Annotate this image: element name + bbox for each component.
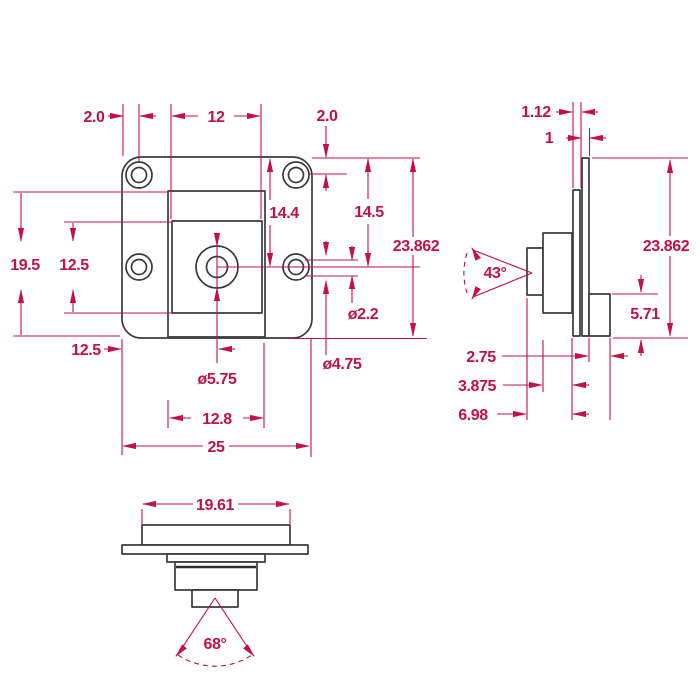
dim-label: 12.5 — [59, 257, 89, 274]
dim-overall-height-front: 23.862 — [393, 158, 440, 337]
dim-label: 23.862 — [643, 238, 690, 255]
hole-bore — [130, 258, 148, 276]
bottom-view-dimensions: 19.61 68° — [141, 497, 291, 667]
dim-label: 43° — [484, 265, 507, 282]
dim-label: 1.12 — [521, 104, 551, 121]
side-view — [526, 157, 611, 337]
dim-cone-angle: 43° — [463, 247, 533, 300]
body-profile — [141, 524, 291, 546]
dim-tab-depth: 2.75 — [466, 349, 628, 366]
plate-profile — [581, 157, 590, 337]
dim-label: 19.61 — [196, 497, 235, 514]
housing-profile — [542, 232, 573, 314]
dim-overall-depth: 6.98 — [458, 407, 589, 424]
side-view-dimensions: 1.12 1 23.862 5.71 2.75 3.875 — [458, 102, 690, 424]
hole-bore — [130, 166, 148, 184]
dim-tab-height: 5.71 — [630, 275, 661, 356]
dim-body-width: 19.61 — [142, 497, 290, 514]
dim-label: 23.862 — [393, 238, 440, 255]
dim-label: 19.5 — [10, 257, 40, 274]
dim-sensor-height: 12.5 — [59, 223, 90, 312]
dim-fov-angle: 68° — [175, 597, 255, 667]
hole-bore — [287, 166, 305, 184]
dim-offset-bottom: 12.5 — [71, 342, 235, 359]
dim-lens-from-top: 14.4 — [266, 158, 300, 267]
dim-top-width: 12 — [171, 109, 261, 126]
dim-arrow — [471, 286, 481, 300]
dim-label: ø2.2 — [348, 306, 379, 323]
dim-holes-from-top: 14.5 — [354, 158, 385, 267]
dim-arrow — [471, 247, 481, 261]
dim-hole-diameter: ø2.2 — [348, 246, 379, 323]
mounting-hole — [125, 161, 153, 189]
dim-overall-height-side: 23.862 — [643, 159, 690, 337]
dim-lens-diameter: ø5.75 — [198, 233, 237, 388]
dim-overall-width: 25 — [122, 439, 310, 456]
plate-profile — [121, 544, 309, 555]
dim-label: 14.5 — [354, 204, 384, 221]
dim-label: 14.4 — [269, 205, 299, 222]
dim-label: 3.875 — [458, 378, 497, 395]
dim-sensor-width: 12.8 — [169, 411, 264, 428]
dim-label: 5.71 — [630, 306, 660, 323]
dim-label: 12 — [208, 109, 225, 126]
mounting-hole — [125, 253, 153, 281]
front-view-dimensions: 2.0 12 2.0 14.4 14.5 23.862 — [10, 104, 440, 457]
dim-label: 2.75 — [466, 349, 496, 366]
cone-arm — [472, 272, 533, 298]
mounting-hole — [282, 161, 310, 189]
cone-arm — [472, 249, 533, 274]
dim-label: 12.5 — [71, 342, 101, 359]
dim-offset-top-left: 2.0 — [83, 109, 156, 126]
dim-offset-top-right: 2.0 — [316, 108, 338, 191]
dim-label: 68° — [204, 636, 227, 653]
dim-label: 25 — [208, 439, 225, 456]
bottom-view — [121, 524, 309, 608]
dim-housing-depth: 3.875 — [458, 378, 589, 395]
dim-label: ø5.75 — [198, 371, 237, 388]
dim-label: 2.0 — [316, 108, 338, 125]
step-profile — [166, 553, 266, 563]
dim-body-height: 19.5 — [10, 193, 41, 335]
angle-arc — [463, 252, 468, 294]
dim-plate-thickness: 1 — [545, 130, 606, 147]
dim-counterbore-diameter: ø4.75 — [323, 241, 362, 373]
angle-arc — [177, 654, 253, 667]
dim-arrow — [243, 644, 255, 657]
dim-board-thickness: 1.12 — [521, 104, 598, 121]
bracket-profile — [588, 293, 611, 337]
dim-arrow — [175, 644, 187, 657]
dim-label: 1 — [545, 130, 554, 147]
dim-label: 2.0 — [83, 109, 105, 126]
dim-label: 12.8 — [202, 411, 232, 428]
dim-label: ø4.75 — [323, 356, 362, 373]
board-profile — [572, 189, 581, 337]
dim-label: 6.98 — [458, 407, 488, 424]
